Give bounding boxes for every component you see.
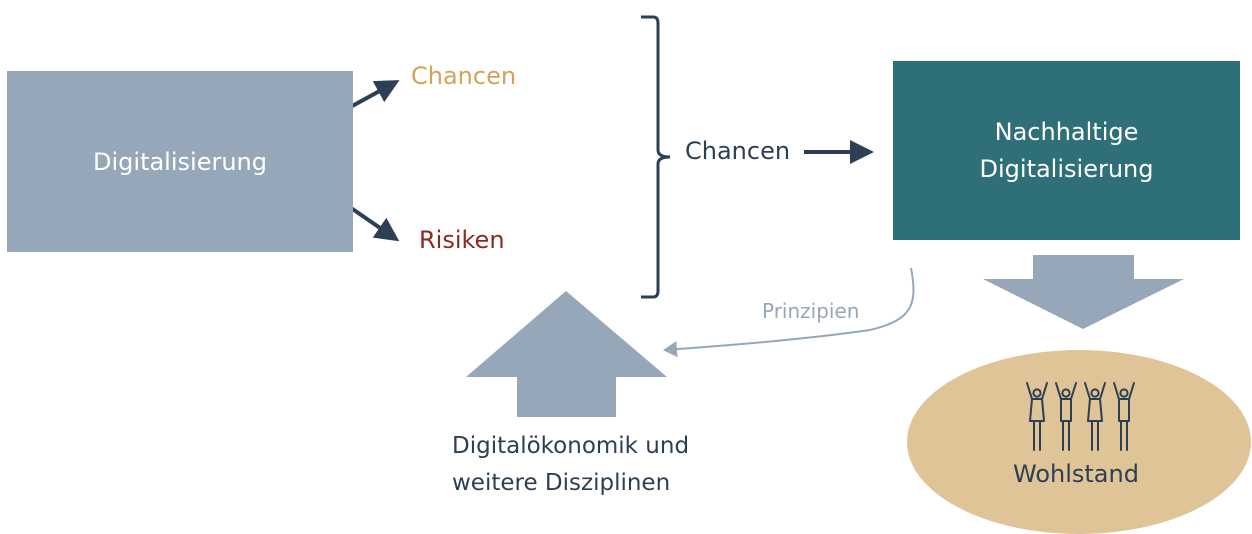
wohlstand-label: Wohlstand — [1013, 460, 1139, 488]
disciplines-line1: Digitalökonomik und — [452, 433, 690, 459]
digitalisierung-label: Digitalisierung — [93, 147, 267, 176]
disciplines-label: Digitalökonomik und weitere Disziplinen — [452, 428, 689, 502]
chancen-label: Chancen — [411, 62, 517, 90]
prinzipien-label: Prinzipien — [762, 299, 860, 323]
bracket-chancen-label: Chancen — [685, 137, 791, 165]
digitalisierung-box: Digitalisierung — [7, 71, 353, 252]
people-cheering-icon — [1026, 382, 1135, 451]
curly-bracket — [641, 15, 671, 299]
up-arrow-shape — [466, 291, 667, 417]
wohlstand-ellipse — [907, 350, 1251, 534]
down-arrow-shape — [983, 255, 1184, 329]
risiken-label: Risiken — [419, 226, 505, 254]
nachhaltig-line2: Digitalisierung — [979, 154, 1154, 183]
disciplines-line2: weitere Disziplinen — [452, 470, 671, 496]
nachhaltige-digitalisierung-box: Nachhaltige Digitalisierung — [893, 61, 1240, 240]
nachhaltig-line1: Nachhaltige — [994, 117, 1139, 146]
principles-arrow — [663, 267, 915, 358]
